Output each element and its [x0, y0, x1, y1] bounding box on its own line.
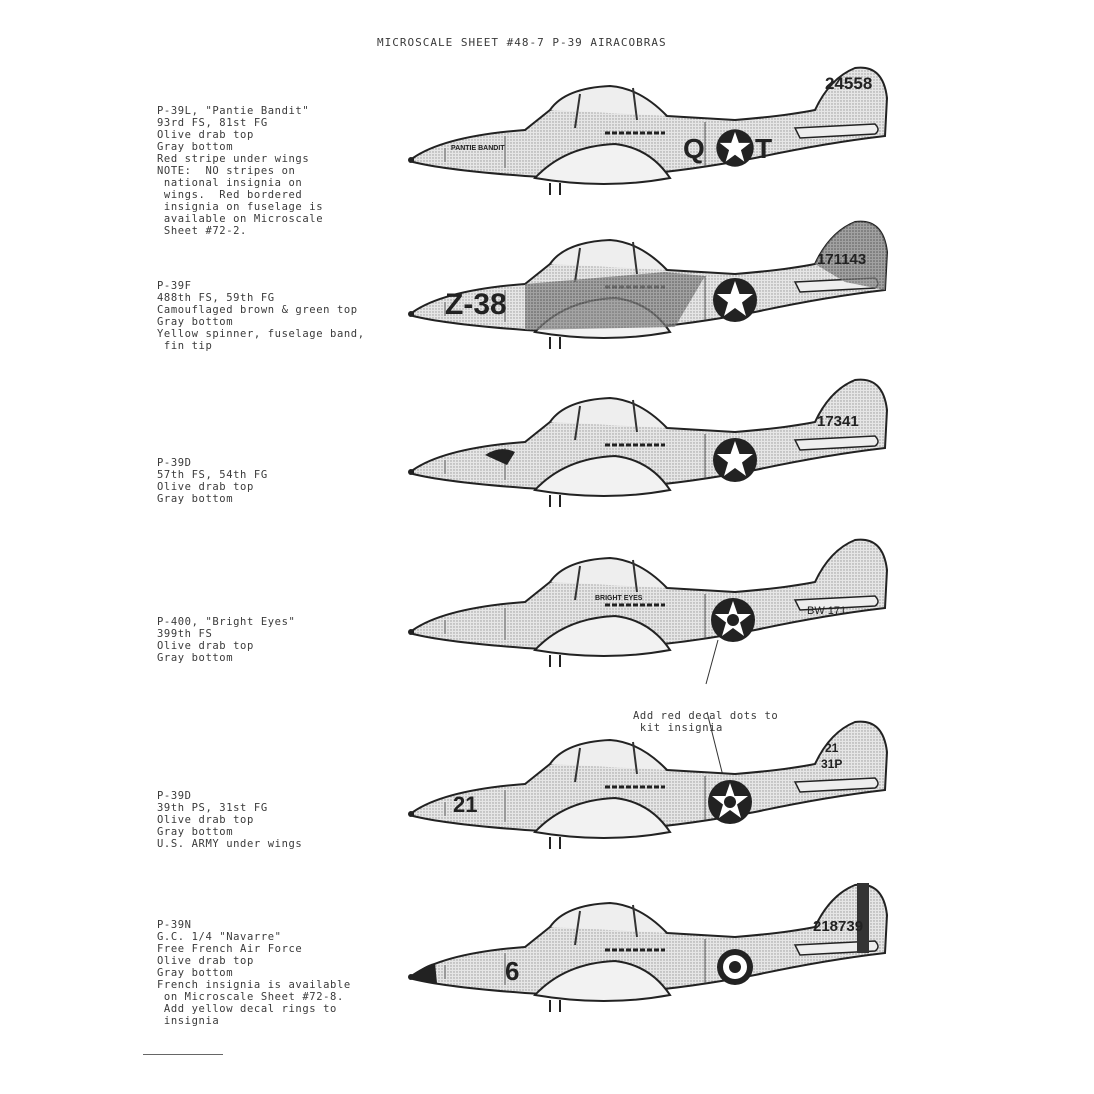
airframe-drawing: [406, 883, 889, 1014]
desc-line: Camouflaged brown & green top: [157, 304, 358, 316]
tail-serial: 218739: [813, 918, 863, 935]
desc-line: Olive drab top: [157, 640, 254, 652]
star-insignia: [713, 278, 757, 322]
camouflage-pattern: [815, 221, 887, 290]
airframe-drawing: [406, 538, 889, 669]
desc-line: P-39L, "Pantie Bandit": [157, 105, 310, 117]
insignia-dot: [727, 614, 739, 626]
desc-line: 488th FS, 59th FG: [157, 292, 275, 304]
desc-line: on Microscale Sheet #72-8.: [157, 991, 344, 1003]
desc-line: Gray bottom: [157, 316, 234, 328]
desc-line: Red stripe under wings: [157, 153, 310, 165]
desc-line: P-39D: [157, 790, 192, 802]
desc-line: wings. Red bordered: [157, 189, 303, 201]
desc-line: Olive drab top: [157, 129, 254, 141]
desc-line: fin tip: [157, 340, 213, 352]
aircraft-illustration-1: PANTIE BANDIT Q T 24558: [406, 66, 889, 197]
tail-serial: 171143: [817, 251, 866, 268]
nose-art: PANTIE BANDIT: [451, 145, 505, 152]
desc-line: Sheet #72-2.: [157, 225, 247, 237]
desc-line: 39th PS, 31st FG: [157, 802, 268, 814]
aircraft-illustration-4: BRIGHT EYES BW 171: [406, 538, 889, 669]
desc-line: Yellow spinner, fuselage band,: [157, 328, 365, 340]
fin-code-bottom: 31P: [821, 757, 842, 771]
aircraft-illustration-5: 21 21 31P: [406, 720, 889, 851]
desc-line: insignia: [157, 1015, 220, 1027]
desc-line: U.S. ARMY under wings: [157, 838, 303, 850]
aircraft-illustration-2: Z-38 171143: [406, 220, 889, 351]
nose-art: BRIGHT EYES: [595, 595, 643, 602]
fuselage-code: 21: [453, 792, 477, 817]
desc-line: insignia on fuselage is: [157, 201, 324, 213]
airframe-drawing: [406, 378, 889, 509]
desc-line: P-39N: [157, 919, 192, 931]
desc-line: Gray bottom: [157, 493, 234, 505]
star-insignia: [713, 438, 757, 482]
footer-rule: [143, 1054, 223, 1055]
desc-line: Olive drab top: [157, 955, 254, 967]
desc-line: available on Microscale: [157, 213, 324, 225]
nose-art-emblem: [485, 449, 515, 465]
desc-line: Gray bottom: [157, 826, 234, 838]
desc-line: Free French Air Force: [157, 943, 303, 955]
french-roundel: [717, 949, 753, 985]
dark-spinner: [413, 963, 437, 983]
desc-line: 93rd FS, 81st FG: [157, 117, 268, 129]
camouflage-pattern: [525, 272, 705, 330]
desc-line: P-400, "Bright Eyes": [157, 616, 296, 628]
airframe-drawing: [406, 66, 889, 197]
desc-line: Add yellow decal rings to: [157, 1003, 337, 1015]
insignia-dot: [724, 796, 736, 808]
desc-line: NOTE: NO stripes on: [157, 165, 296, 177]
desc-line: Gray bottom: [157, 141, 234, 153]
desc-line: P-39F: [157, 280, 192, 292]
code-right: T: [755, 133, 772, 164]
fuselage-code: 6: [505, 956, 519, 986]
aircraft-illustration-6: 6 218739: [406, 883, 889, 1014]
tail-serial: BW 171: [807, 605, 846, 617]
desc-line: Gray bottom: [157, 967, 234, 979]
desc-line: Olive drab top: [157, 814, 254, 826]
code-left: Q: [683, 133, 705, 164]
desc-line: Olive drab top: [157, 481, 254, 493]
desc-line: G.C. 1/4 "Navarre": [157, 931, 282, 943]
desc-line: French insignia is available: [157, 979, 351, 991]
desc-line: Gray bottom: [157, 652, 234, 664]
tail-serial: 17341: [817, 413, 859, 430]
fin-code-top: 21: [825, 741, 839, 755]
tail-serial: 24558: [825, 74, 872, 93]
sheet-title: MICROSCALE SHEET #48-7 P-39 AIRACOBRAS: [377, 36, 667, 49]
desc-line: 57th FS, 54th FG: [157, 469, 268, 481]
rudder-stripe: [857, 883, 869, 953]
desc-line: P-39D: [157, 457, 192, 469]
airframe-drawing: [406, 720, 889, 851]
star-insignia: [716, 129, 754, 167]
desc-line: national insignia on: [157, 177, 303, 189]
aircraft-illustration-3: 17341: [406, 378, 889, 509]
desc-line: 399th FS: [157, 628, 213, 640]
fuselage-code: Z-38: [445, 288, 507, 321]
